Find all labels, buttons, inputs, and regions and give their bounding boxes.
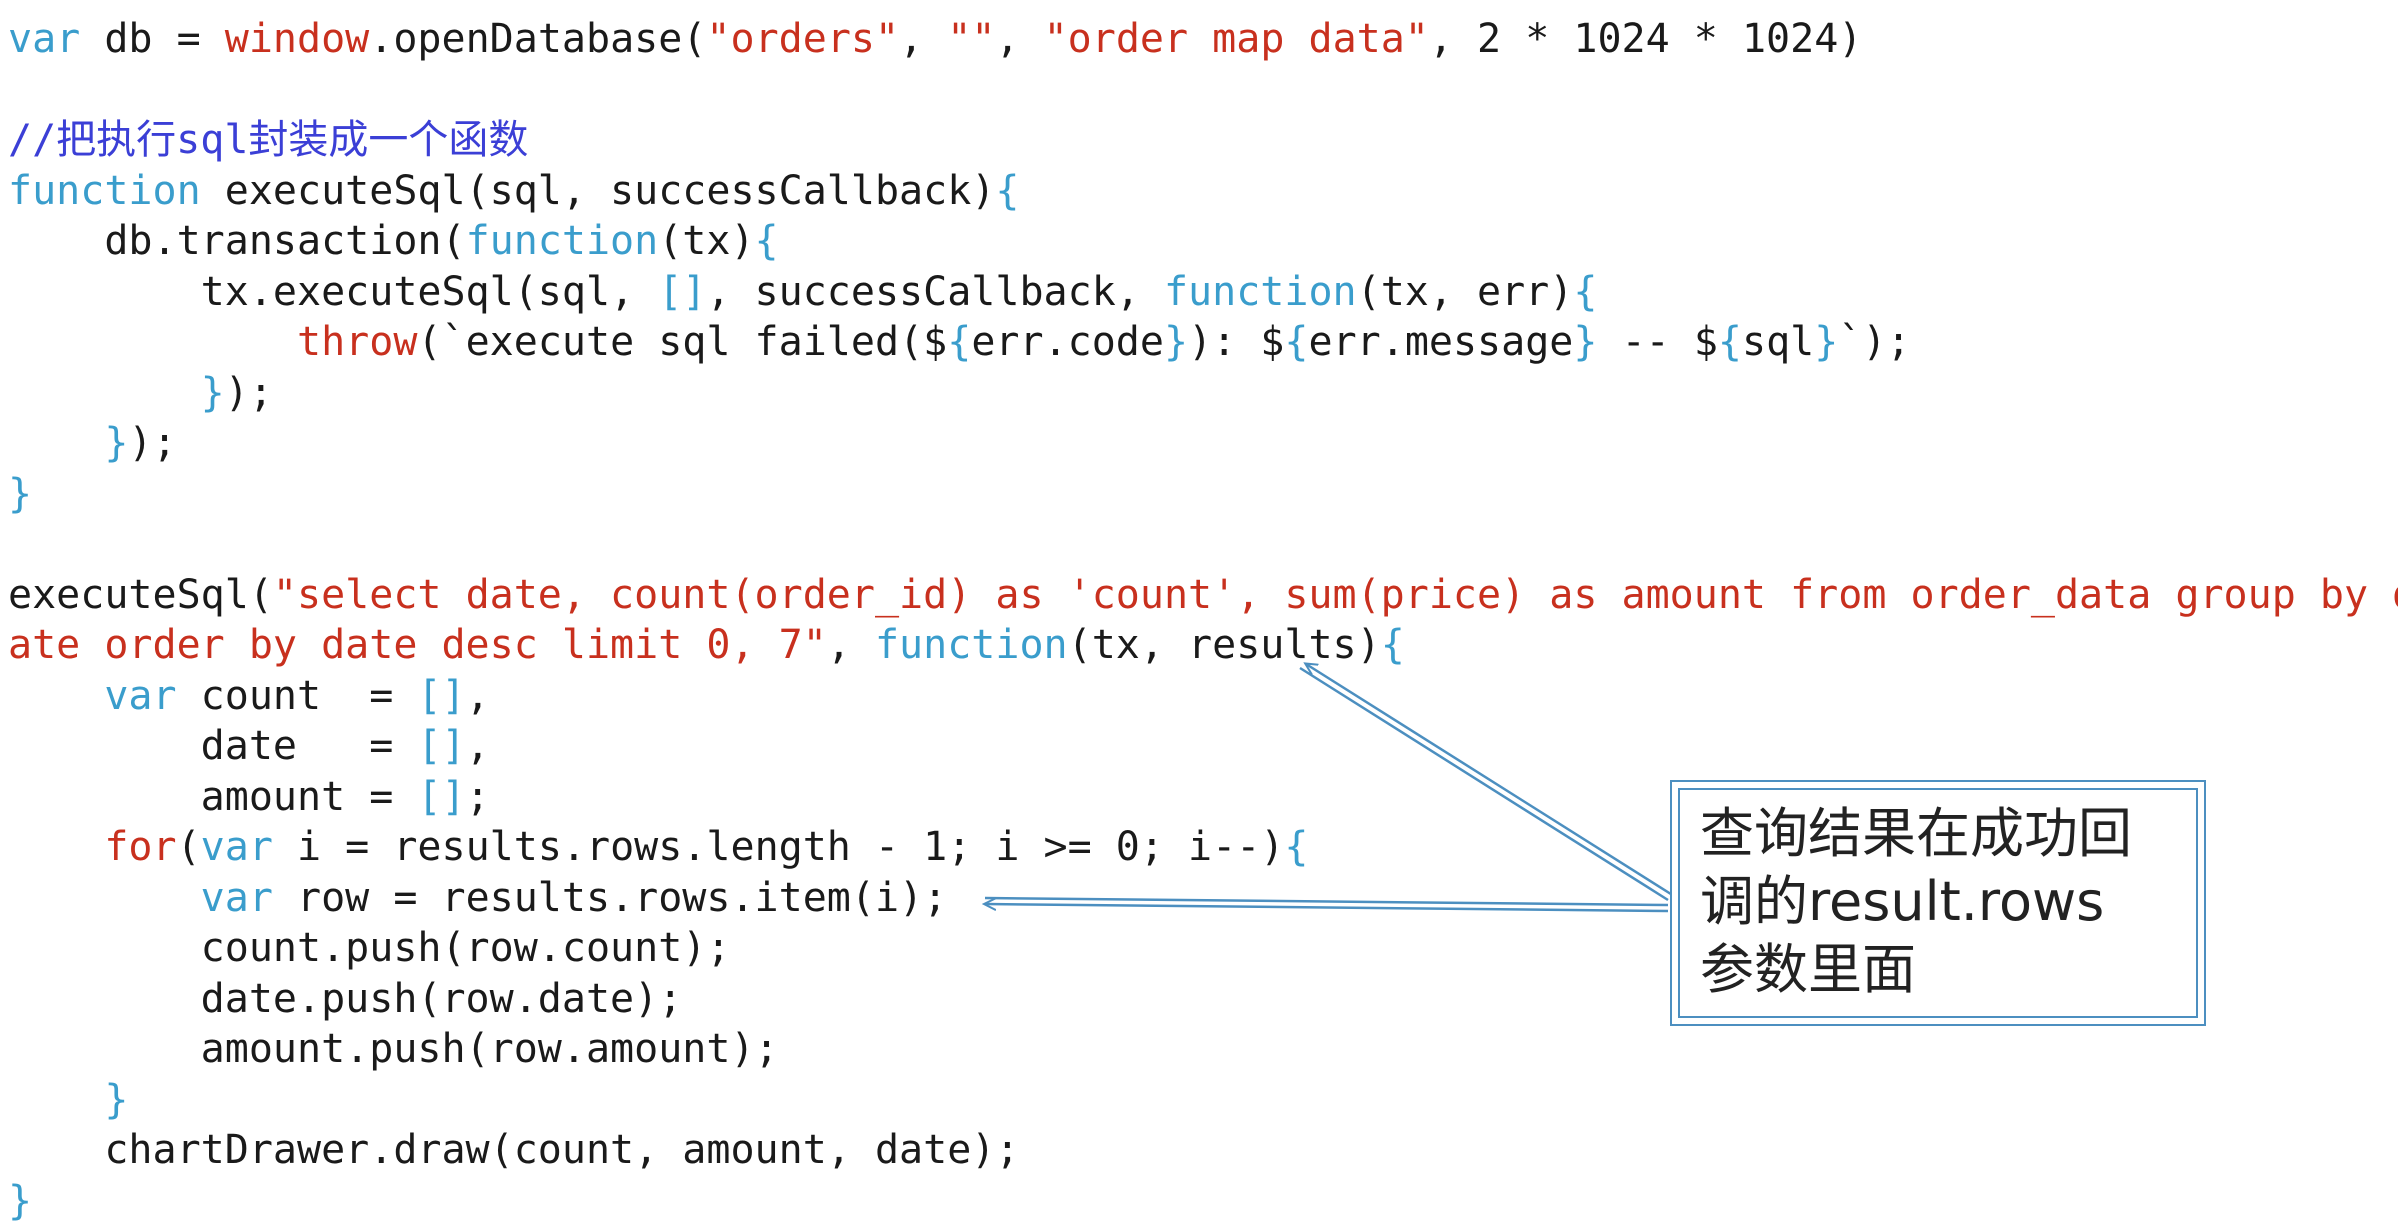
arrow-to-results: [1300, 664, 1674, 900]
callout-line-1: 查询结果在成功回: [1700, 800, 2132, 868]
arrow-to-row-item: [985, 898, 1668, 911]
callout-line-3: 参数里面: [1700, 936, 2132, 1004]
callout-box: 查询结果在成功回 调的result.rows 参数里面: [1670, 780, 2206, 1026]
callout-line-2: 调的result.rows: [1700, 868, 2132, 936]
callout-text: 查询结果在成功回 调的result.rows 参数里面: [1700, 800, 2132, 1004]
